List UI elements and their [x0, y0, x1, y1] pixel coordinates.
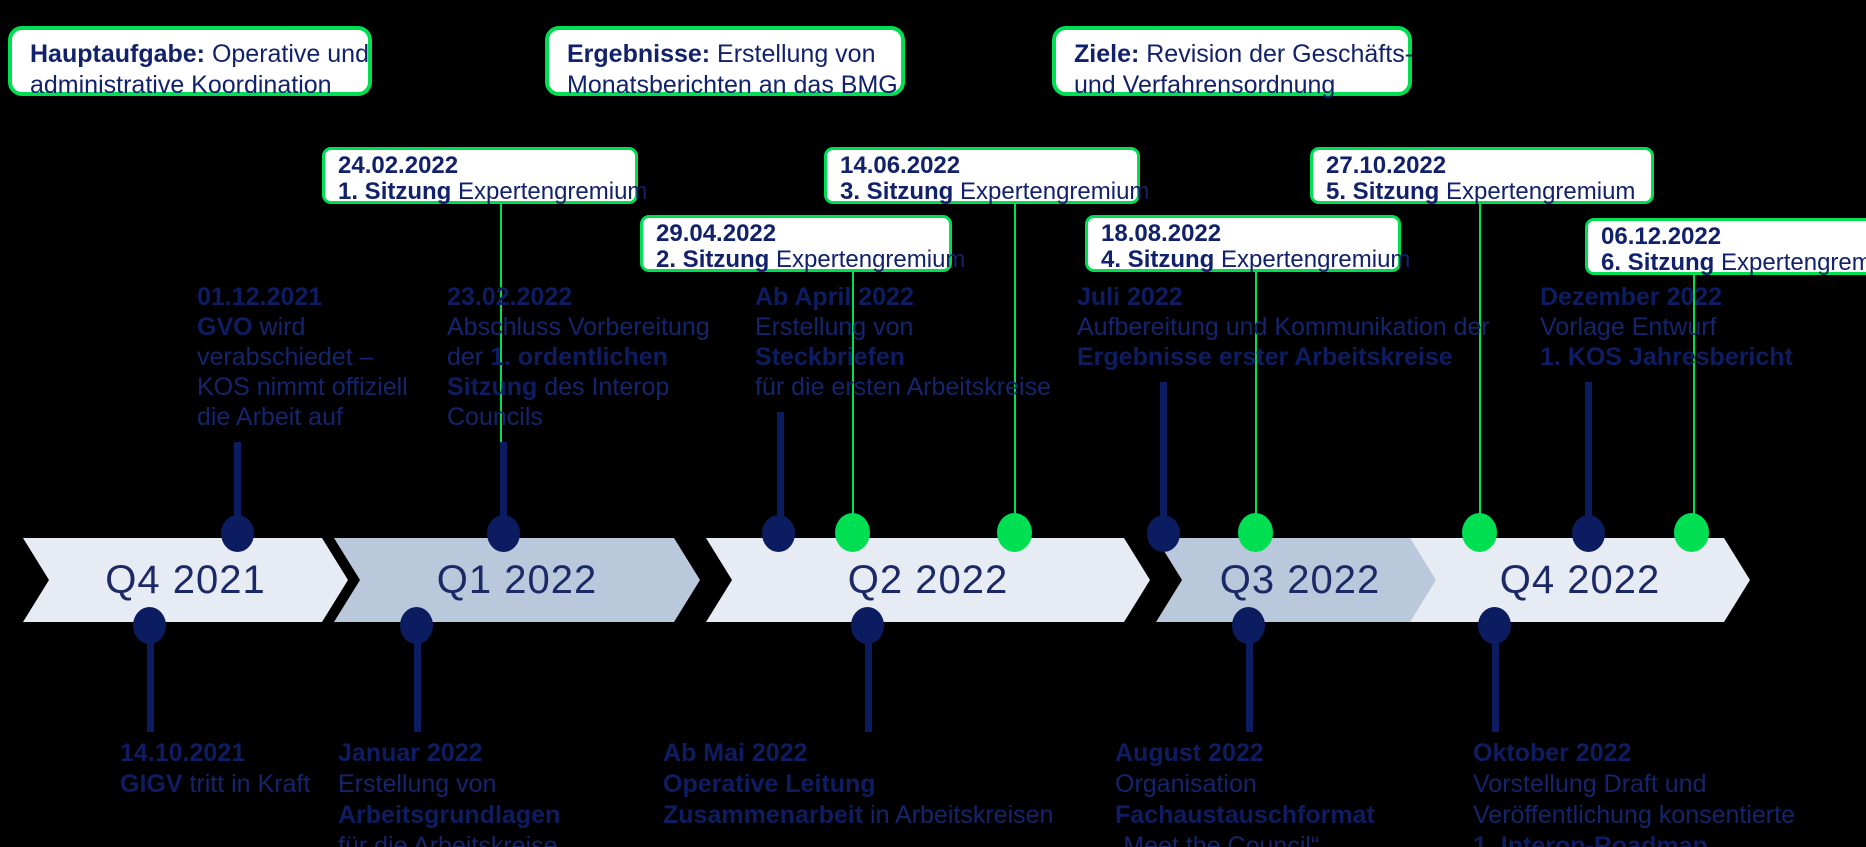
quarter-label: Q3 2022 — [1219, 557, 1381, 602]
connector-line-session-6 — [1693, 272, 1695, 533]
session-date: 06.12.2022 — [1601, 223, 1722, 250]
milestone-dot-navy — [221, 515, 254, 552]
milestone-dot-navy — [487, 515, 520, 552]
milestone-bottom-operative-leitung: Ab Mai 2022 Operative Leitung Zusammenar… — [663, 739, 1054, 829]
milestone-dot-navy — [1232, 607, 1265, 644]
milestone-top-steckbriefe: Ab April 2022 Erstellung von Steckbriefe… — [755, 283, 1051, 401]
header-label: Ergebnisse: — [567, 40, 711, 68]
quarter-label: Q4 2021 — [105, 557, 266, 602]
milestone-bottom-gigv: 14.10.2021 GIGV tritt in Kraft — [120, 739, 311, 798]
header-line: Ziele: Revision der Geschäfts- — [1074, 40, 1414, 68]
header-box-ziele: Ziele: Revision der Geschäfts- und Verfa… — [1052, 26, 1414, 99]
session-number: 6. Sitzung — [1601, 249, 1715, 276]
stem-top-4 — [1160, 382, 1167, 535]
connector-line-session-5 — [1479, 201, 1481, 533]
header-line: und Verfahrensordnung — [1074, 71, 1336, 99]
session-box-6: 06.12.2022 6. Sitzung Expertengremium — [1585, 218, 1866, 276]
connector-line-session-3 — [1014, 201, 1016, 533]
session-box-1: 24.02.2022 1. Sitzung Expertengremium — [322, 147, 647, 205]
quarter-label: Q1 2022 — [436, 557, 598, 602]
stem-bottom-2 — [414, 626, 421, 732]
milestone-bottom-interop-roadmap: Oktober 2022 Vorstellung Draft und Veröf… — [1473, 739, 1795, 847]
session-date: 18.08.2022 — [1101, 220, 1222, 247]
stem-top-2 — [500, 442, 507, 535]
stem-bottom-1 — [147, 626, 154, 732]
milestone-dot-navy — [133, 607, 166, 644]
milestone-top-gvo: 01.12.2021 GVO wird verabschiedet – KOS … — [197, 283, 408, 431]
session-box-2: 29.04.2022 2. Sitzung Expertengremium — [640, 215, 965, 273]
milestone-dot-navy — [762, 515, 795, 552]
session-box-3: 14.06.2022 3. Sitzung Expertengremium — [824, 147, 1149, 205]
quarter-arrow-q2-2022: Q2 2022 — [706, 538, 1150, 622]
session-number: 3. Sitzung — [840, 178, 954, 205]
quarter-label: Q4 2022 — [1499, 557, 1661, 602]
header-label: Ziele: — [1074, 40, 1140, 68]
session-dot-green — [1674, 513, 1709, 552]
stem-top-3 — [777, 412, 784, 535]
stem-bottom-3 — [865, 626, 872, 732]
header-line: Hauptaufgabe: Operative und — [30, 40, 369, 68]
session-box-4: 18.08.2022 4. Sitzung Expertengremium — [1085, 215, 1410, 273]
milestone-dot-navy — [400, 607, 433, 644]
milestone-bottom-meet-the-council: August 2022 Organisation Fachaustauschfo… — [1115, 739, 1375, 847]
milestone-top-interop-council: 23.02.2022 Abschluss Vorbereitung der 1.… — [447, 283, 710, 431]
session-date: 27.10.2022 — [1326, 152, 1447, 179]
stem-bottom-5 — [1492, 626, 1499, 732]
quarter-arrow-q4-2022: Q4 2022 — [1410, 538, 1750, 622]
header-line: Monatsberichten an das BMG — [567, 71, 898, 99]
milestone-dot-navy — [1147, 515, 1180, 552]
session-number: 4. Sitzung — [1101, 246, 1215, 273]
header-line: administrative Koordination — [30, 71, 332, 99]
session-number: 1. Sitzung — [338, 178, 452, 205]
header-label: Hauptaufgabe: — [30, 40, 205, 68]
stem-top-1 — [234, 442, 241, 535]
milestone-bottom-arbeitsgrundlagen: Januar 2022 Erstellung von Arbeitsgrundl… — [338, 739, 561, 847]
milestone-top-jahresbericht: Dezember 2022 Vorlage Entwurf 1. KOS Jah… — [1540, 283, 1793, 371]
session-date: 14.06.2022 — [840, 152, 961, 179]
connector-line-session-1 — [500, 201, 502, 533]
session-date: 29.04.2022 — [656, 220, 777, 247]
session-dot-green — [997, 513, 1032, 552]
stem-top-5 — [1585, 382, 1592, 535]
session-box-5: 27.10.2022 5. Sitzung Expertengremium — [1310, 147, 1654, 205]
milestone-dot-navy — [1478, 607, 1511, 644]
milestone-dot-navy — [1572, 515, 1605, 552]
quarter-arrow-q3-2022: Q3 2022 — [1156, 538, 1444, 622]
session-dot-green — [1462, 513, 1497, 552]
session-dot-green — [835, 513, 870, 552]
quarter-arrow-q4-2021: Q4 2021 — [23, 538, 348, 622]
milestone-dot-navy — [851, 607, 884, 644]
session-dot-green — [1238, 513, 1273, 552]
session-date: 24.02.2022 — [338, 152, 459, 179]
session-number: 2. Sitzung — [656, 246, 770, 273]
connector-line-session-4 — [1255, 269, 1257, 533]
milestone-top-ergebnisse-arbeitskreise: Juli 2022 Aufbereitung und Kommunikation… — [1077, 283, 1490, 371]
session-number: 5. Sitzung — [1326, 178, 1440, 205]
header-line: Ergebnisse: Erstellung von — [567, 40, 876, 68]
stem-bottom-4 — [1246, 626, 1253, 732]
header-box-ergebnisse: Ergebnisse: Erstellung von Monatsbericht… — [545, 26, 905, 99]
header-box-hauptaufgabe: Hauptaufgabe: Operative und administrati… — [8, 26, 372, 99]
quarter-arrow-q1-2022: Q1 2022 — [334, 538, 700, 622]
quarter-label: Q2 2022 — [847, 557, 1009, 602]
connector-line-session-2 — [852, 269, 854, 533]
